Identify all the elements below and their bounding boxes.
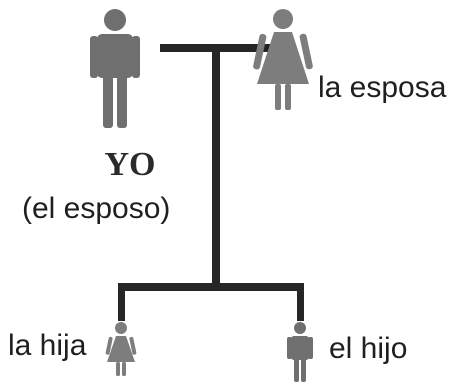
father-role-label: (el esposo) — [22, 192, 171, 225]
descent-line — [212, 48, 220, 286]
daughter-label: la hija — [8, 329, 87, 362]
girl-icon — [105, 322, 137, 376]
sibling-line — [118, 283, 304, 291]
son-label: el hijo — [329, 332, 408, 365]
son-line — [297, 287, 304, 321]
daughter-line — [118, 287, 125, 321]
woman-icon — [253, 9, 313, 110]
father-name-label: YO — [104, 146, 156, 183]
mother-label: la esposa — [318, 71, 447, 104]
family-tree-lines — [118, 44, 304, 321]
man-icon — [90, 9, 140, 128]
boy-icon — [287, 322, 313, 382]
